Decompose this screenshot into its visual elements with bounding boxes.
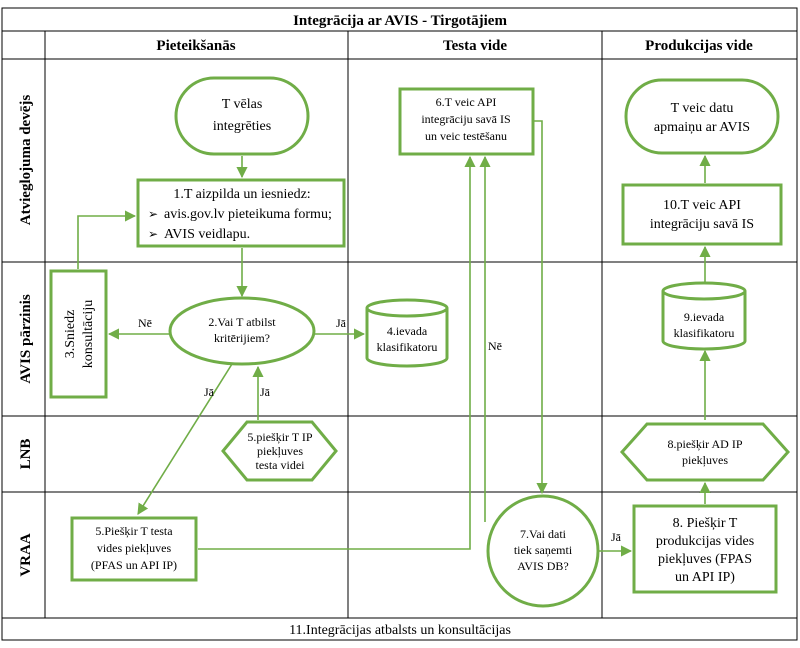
label-no: Nē (488, 339, 502, 353)
label-yes: Jā (611, 530, 622, 544)
svg-text:vides piekļuves: vides piekļuves (97, 541, 172, 555)
step8-vraa-production-access: 8. Piešķir T produkcijas vides piekļuves… (632, 504, 778, 594)
label-yes: Jā (204, 385, 215, 399)
svg-text:(PFAS un API IP): (PFAS un API IP) (91, 558, 177, 572)
svg-text:AVIS DB?: AVIS DB? (517, 559, 568, 573)
step6-api-integration-testing: 6.T veic API integrāciju savā IS un veic… (398, 87, 535, 156)
step5-vraa-test-access: 5.Piešķir T testa vides piekļuves (PFAS … (70, 516, 198, 582)
lane-label-avis-admin: AVIS pārzinis (18, 294, 34, 383)
svg-text:avis.gov.lv pieteikuma formu;: avis.gov.lv pieteikuma formu; (164, 207, 332, 222)
svg-text:1.T aizpilda un iesniedz:: 1.T aizpilda un iesniedz: (173, 187, 310, 202)
svg-text:10.T veic API: 10.T veic API (663, 198, 741, 213)
svg-text:produkcijas vides: produkcijas vides (656, 534, 754, 549)
svg-text:konsultāciju: konsultāciju (81, 300, 96, 368)
svg-text:4.ievada: 4.ievada (387, 324, 428, 338)
svg-text:kritērijiem?: kritērijiem? (214, 331, 270, 345)
end-terminator: T veic datu apmaiņu ar AVIS (624, 78, 780, 155)
check-icon: ➢ (148, 227, 158, 241)
step3-consultation: 3.Sniedz konsultāciju (49, 269, 108, 399)
step1-submit-forms: 1.T aizpilda un iesniedz: ➢ avis.gov.lv … (136, 178, 346, 248)
step2-criteria-decision: 2.Vai T atbilst kritērijiem? (168, 296, 316, 366)
svg-text:3.Sniedz: 3.Sniedz (63, 310, 78, 359)
svg-text:7.Vai dati: 7.Vai dati (520, 527, 567, 541)
check-icon: ➢ (148, 207, 158, 221)
step5-lnb-ip-access: 5.piešķir T IP piekļuves testa videi (221, 420, 338, 482)
diagram-title: Integrācija ar AVIS - Tirgotājiem (293, 13, 507, 29)
arrow-step6-to-step7 (533, 120, 548, 495)
svg-text:integrāciju savā IS: integrāciju savā IS (650, 217, 754, 232)
label-yes: Jā (336, 316, 347, 330)
svg-text:apmaiņu ar AVIS: apmaiņu ar AVIS (654, 120, 750, 135)
svg-text:integrāciju savā IS: integrāciju savā IS (421, 112, 510, 126)
svg-text:T veic datu: T veic datu (671, 101, 734, 116)
svg-text:piekļuves: piekļuves (257, 444, 303, 458)
svg-text:integrēties: integrēties (213, 119, 271, 134)
label-yes: Jā (260, 385, 271, 399)
svg-text:T vēlas: T vēlas (222, 97, 263, 112)
step8-lnb-ad-ip-access: 8.piešķir AD IP piekļuves (619, 422, 791, 482)
arrow-step3-to-step1 (77, 210, 137, 269)
svg-text:klasifikatoru: klasifikatoru (377, 340, 438, 354)
svg-text:un API IP): un API IP) (675, 570, 735, 585)
footer-support: 11.Integrācijas atbalsts un konsultācija… (289, 623, 511, 638)
step4-database: 4.ievada klasifikatoru (365, 298, 449, 368)
svg-text:8.piešķir AD IP: 8.piešķir AD IP (668, 437, 743, 451)
svg-text:tiek saņemti: tiek saņemti (514, 543, 573, 557)
svg-text:klasifikatoru: klasifikatoru (674, 326, 735, 340)
step10-api-integration: 10.T veic API integrāciju savā IS (621, 183, 783, 246)
svg-text:6.T veic API: 6.T veic API (436, 95, 497, 109)
svg-text:5.piešķir T IP: 5.piešķir T IP (247, 430, 313, 444)
swimlane-grid (1, 7, 798, 641)
arrow-step5-vraa-to-step6 (198, 155, 476, 550)
lane-label-lnb: LNB (18, 439, 34, 470)
flow-arrows (77, 120, 711, 557)
start-terminator: T vēlas integrēties (174, 76, 310, 156)
step9-database: 9.ievada klasifikatoru (661, 281, 747, 351)
column-header-production-env: Produkcijas vide (645, 38, 753, 54)
arrow-step2-to-step5-vraa (137, 363, 233, 515)
step7-data-received-decision: 7.Vai dati tiek saņemti AVIS DB? (486, 494, 600, 608)
svg-text:piekļuves: piekļuves (682, 453, 728, 467)
label-no: Nē (138, 316, 152, 330)
svg-text:testa videi: testa videi (256, 458, 306, 472)
svg-text:9.ievada: 9.ievada (684, 310, 725, 324)
svg-text:un veic testēšanu: un veic testēšanu (425, 129, 507, 143)
svg-text:AVIS veidlapu.: AVIS veidlapu. (164, 227, 250, 242)
svg-text:2.Vai T atbilst: 2.Vai T atbilst (208, 315, 276, 329)
column-header-application: Pieteikšanās (156, 38, 235, 54)
svg-text:piekļuves (FPAS: piekļuves (FPAS (658, 552, 752, 567)
svg-text:5.Piešķir T testa: 5.Piešķir T testa (95, 524, 173, 538)
svg-text:8. Piešķir T: 8. Piešķir T (673, 516, 738, 531)
lane-label-benefit-provider: Atvieglojuma devējs (18, 95, 34, 226)
column-header-test-env: Testa vide (443, 38, 507, 54)
lane-label-vraa: VRAA (18, 533, 34, 576)
